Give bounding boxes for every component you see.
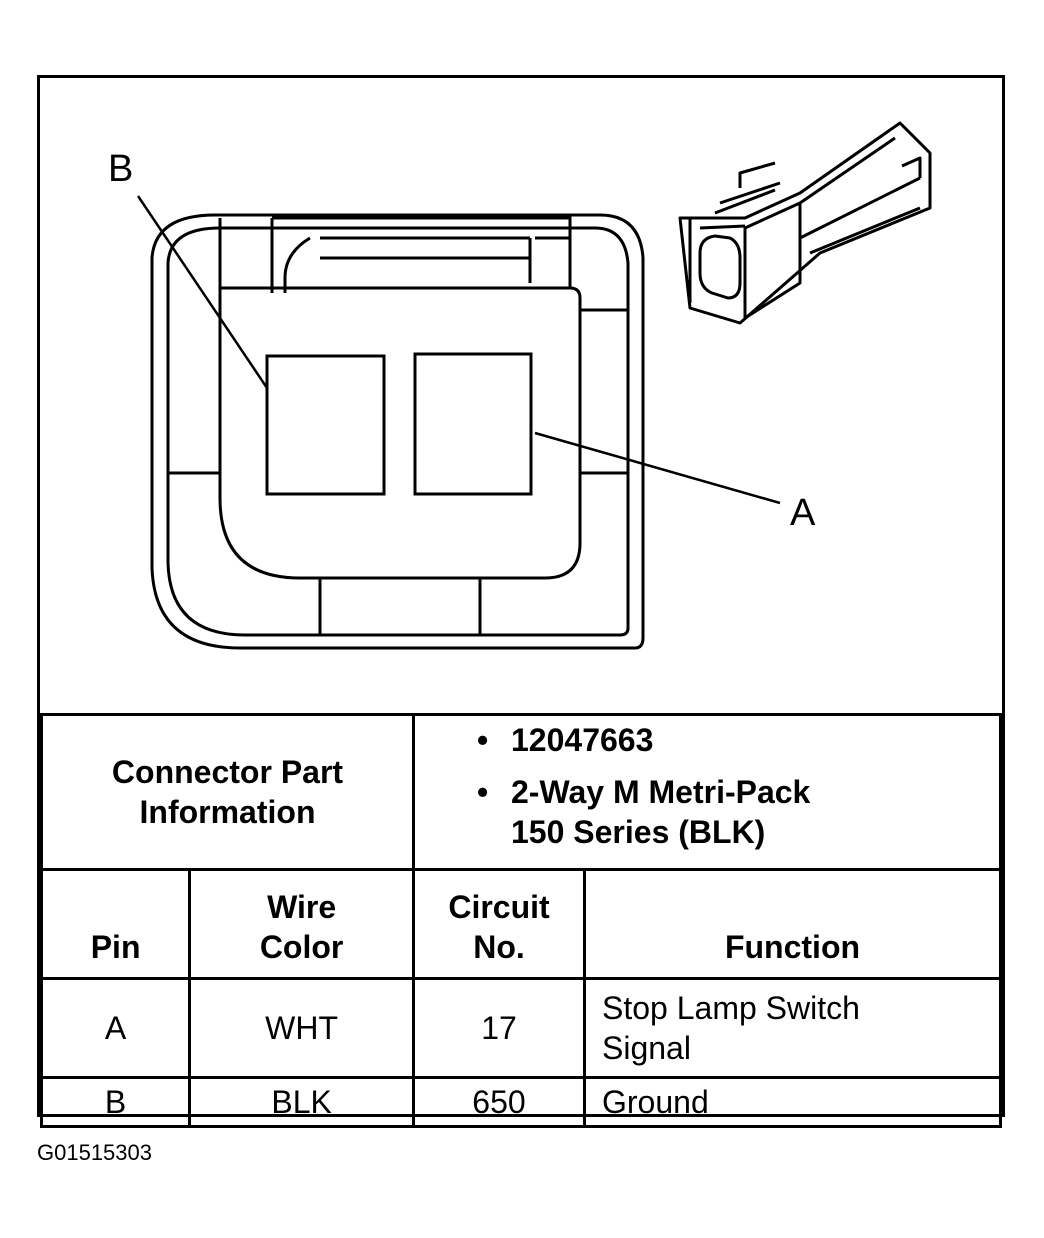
- connector-part-values: • 12047663 • 2-Way M Metri-Pack 150 Seri…: [412, 713, 1002, 871]
- connector-type-line2: 150 Series (BLK): [511, 814, 766, 850]
- header-circuit-line2: No.: [473, 929, 525, 965]
- callout-b: B: [108, 148, 133, 190]
- bullet-icon: •: [477, 774, 489, 810]
- header-circuit: Circuit No.: [412, 868, 586, 980]
- connector-type-line1: 2-Way M Metri-Pack: [511, 774, 811, 810]
- cavity-a: [413, 352, 533, 496]
- connector-part-label-line2: Information: [139, 794, 316, 830]
- header-wire-line2: Color: [259, 929, 344, 965]
- pin-cell: A: [39, 977, 192, 1079]
- connector-type-item: • 2-Way M Metri-Pack 150 Series (BLK): [477, 772, 999, 852]
- header-wire-line1: Wire: [267, 889, 337, 925]
- header-pin: Pin: [39, 868, 192, 980]
- function-line1: Stop Lamp Switch: [602, 990, 860, 1026]
- bullet-icon: •: [477, 722, 489, 758]
- top-latch: [218, 216, 572, 293]
- connector-face-diagram: B A: [108, 121, 932, 650]
- circuit-cell: 17: [412, 977, 586, 1079]
- header-circuit-line1: Circuit: [448, 889, 550, 925]
- connector-inner-shell: [166, 226, 630, 637]
- connector-isometric-icon: [678, 121, 932, 325]
- circuit-cell: 650: [412, 1076, 586, 1128]
- wire-color-cell: WHT: [188, 977, 415, 1079]
- figure-code: G01515303: [37, 1140, 152, 1165]
- pin-cell: B: [39, 1076, 192, 1128]
- wire-color-cell: BLK: [188, 1076, 415, 1128]
- leader-line-b: [136, 195, 269, 389]
- function-line1: Ground: [602, 1084, 709, 1120]
- cavity-b: [265, 354, 386, 496]
- function-cell: Ground: [583, 1076, 1002, 1128]
- pin-table-header-row: Pin Wire Color Circuit No. Function: [39, 868, 1002, 980]
- callout-a: A: [790, 492, 816, 534]
- figure-frame: B A Connector Part Information •: [37, 75, 1005, 1128]
- table-row: A WHT 17 Stop Lamp Switch Signal: [39, 977, 1002, 1079]
- connector-part-label-line1: Connector Part: [111, 754, 344, 790]
- header-wire-color: Wire Color: [188, 868, 415, 980]
- part-number: 12047663: [511, 722, 654, 758]
- leader-line-a: [534, 431, 781, 505]
- table-row: B BLK 650 Ground: [39, 1076, 1002, 1128]
- connector-outer-shell: [150, 213, 645, 650]
- connector-part-info-row: Connector Part Information • 12047663 • …: [40, 713, 1002, 871]
- function-line2: Signal: [602, 1030, 691, 1066]
- terminal-insert: [218, 286, 582, 580]
- header-function: Function: [583, 868, 1002, 980]
- connector-part-info-label: Connector Part Information: [40, 713, 415, 871]
- part-number-item: • 12047663: [477, 720, 999, 760]
- header-function-text: Function: [724, 929, 861, 965]
- connector-info-table: Connector Part Information • 12047663 • …: [39, 713, 1002, 1128]
- bottom-key: [318, 578, 482, 635]
- function-cell: Stop Lamp Switch Signal: [583, 977, 1002, 1079]
- header-pin-text: Pin: [90, 929, 141, 965]
